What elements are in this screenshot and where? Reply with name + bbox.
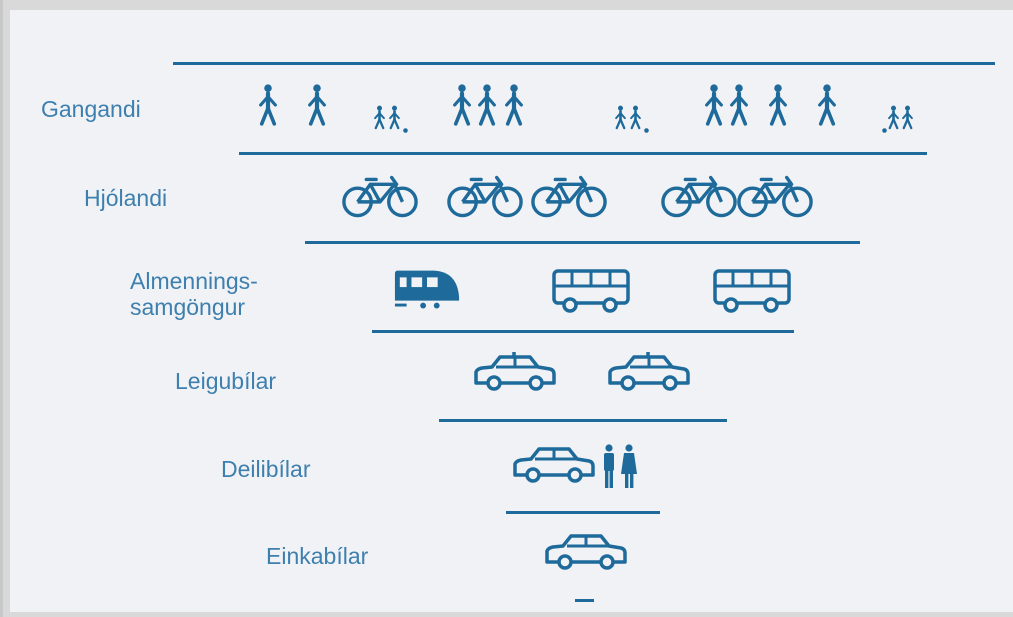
person-walking-icon bbox=[505, 84, 523, 126]
dot-mark bbox=[403, 128, 408, 133]
taxi-icon bbox=[608, 352, 690, 391]
label-taxi: Leigubílar bbox=[175, 368, 277, 394]
frame-edge bbox=[0, 0, 3, 617]
label-walking: Gangandi bbox=[41, 96, 141, 122]
divider-line bbox=[439, 419, 727, 422]
car-icon bbox=[545, 534, 627, 570]
person-walking-icon bbox=[769, 84, 787, 126]
label-private-car: Einkabílar bbox=[266, 543, 369, 569]
divider-line bbox=[305, 241, 860, 244]
label-public-transport: Almennings- samgöngur bbox=[130, 268, 258, 320]
dot-mark bbox=[644, 128, 649, 133]
bicycle-icon bbox=[447, 175, 523, 218]
bus-icon bbox=[552, 269, 630, 313]
bicycle-icon bbox=[737, 175, 813, 218]
person-walking-icon bbox=[478, 84, 496, 126]
taxi-icon bbox=[474, 352, 556, 391]
mobility-space-diagram: Gangandi Hjólandi Almennings- samgöngur … bbox=[10, 10, 1013, 612]
bus-icon bbox=[713, 269, 791, 313]
person-walking-icon bbox=[888, 105, 899, 130]
divider-line bbox=[372, 330, 794, 333]
bicycle-icon bbox=[661, 175, 737, 218]
train-icon bbox=[394, 270, 460, 309]
person-walking-icon bbox=[308, 84, 326, 126]
person-walking-icon bbox=[615, 105, 626, 130]
person-walking-icon bbox=[705, 84, 723, 126]
bicycle-icon bbox=[342, 175, 418, 218]
label-cycling: Hjólandi bbox=[84, 185, 168, 211]
person-walking-icon bbox=[630, 105, 641, 130]
person-walking-icon bbox=[374, 105, 385, 130]
divider-line bbox=[173, 62, 995, 65]
person-walking-icon bbox=[259, 84, 277, 126]
divider-line bbox=[239, 152, 927, 155]
person-walking-icon bbox=[389, 105, 400, 130]
people-icon bbox=[604, 444, 637, 488]
person-walking-icon bbox=[818, 84, 836, 126]
divider-line bbox=[575, 599, 594, 602]
person-walking-icon bbox=[902, 105, 913, 130]
dot-mark bbox=[882, 128, 887, 133]
person-walking-icon bbox=[730, 84, 748, 126]
person-walking-icon bbox=[453, 84, 471, 126]
label-car-sharing: Deilibílar bbox=[221, 456, 311, 482]
divider-line bbox=[506, 511, 660, 514]
bicycle-icon bbox=[531, 175, 607, 218]
car-icon bbox=[513, 447, 595, 483]
